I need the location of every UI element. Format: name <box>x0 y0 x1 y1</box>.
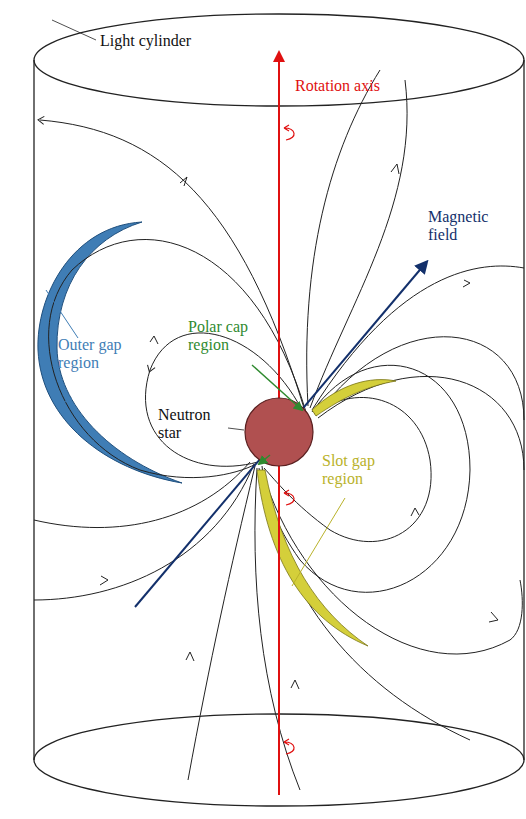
polar-cap-arrow <box>259 455 270 464</box>
leader-line <box>52 20 96 40</box>
leader-line <box>292 498 345 586</box>
cap-label: Polar cap region <box>188 318 276 355</box>
outer-gap <box>38 222 182 483</box>
leader-line <box>228 428 244 430</box>
cylinder-label: Light cylinder <box>100 32 230 50</box>
neutron-star <box>245 398 313 466</box>
slot-gap <box>312 380 396 416</box>
field-label: Magnetic field <box>428 208 512 245</box>
leader-line <box>62 398 72 403</box>
light-cylinder <box>34 14 524 806</box>
magnetic-axis <box>135 265 424 607</box>
polar-cap-arrow <box>252 365 302 410</box>
gap-label: Slot gap region <box>322 452 398 489</box>
leader-line <box>46 290 78 338</box>
gap-label: Outer gap region <box>58 336 138 373</box>
slot-gap <box>257 470 368 646</box>
axis-label: Rotation axis <box>295 77 425 95</box>
star-label: Neutron star <box>158 406 224 443</box>
